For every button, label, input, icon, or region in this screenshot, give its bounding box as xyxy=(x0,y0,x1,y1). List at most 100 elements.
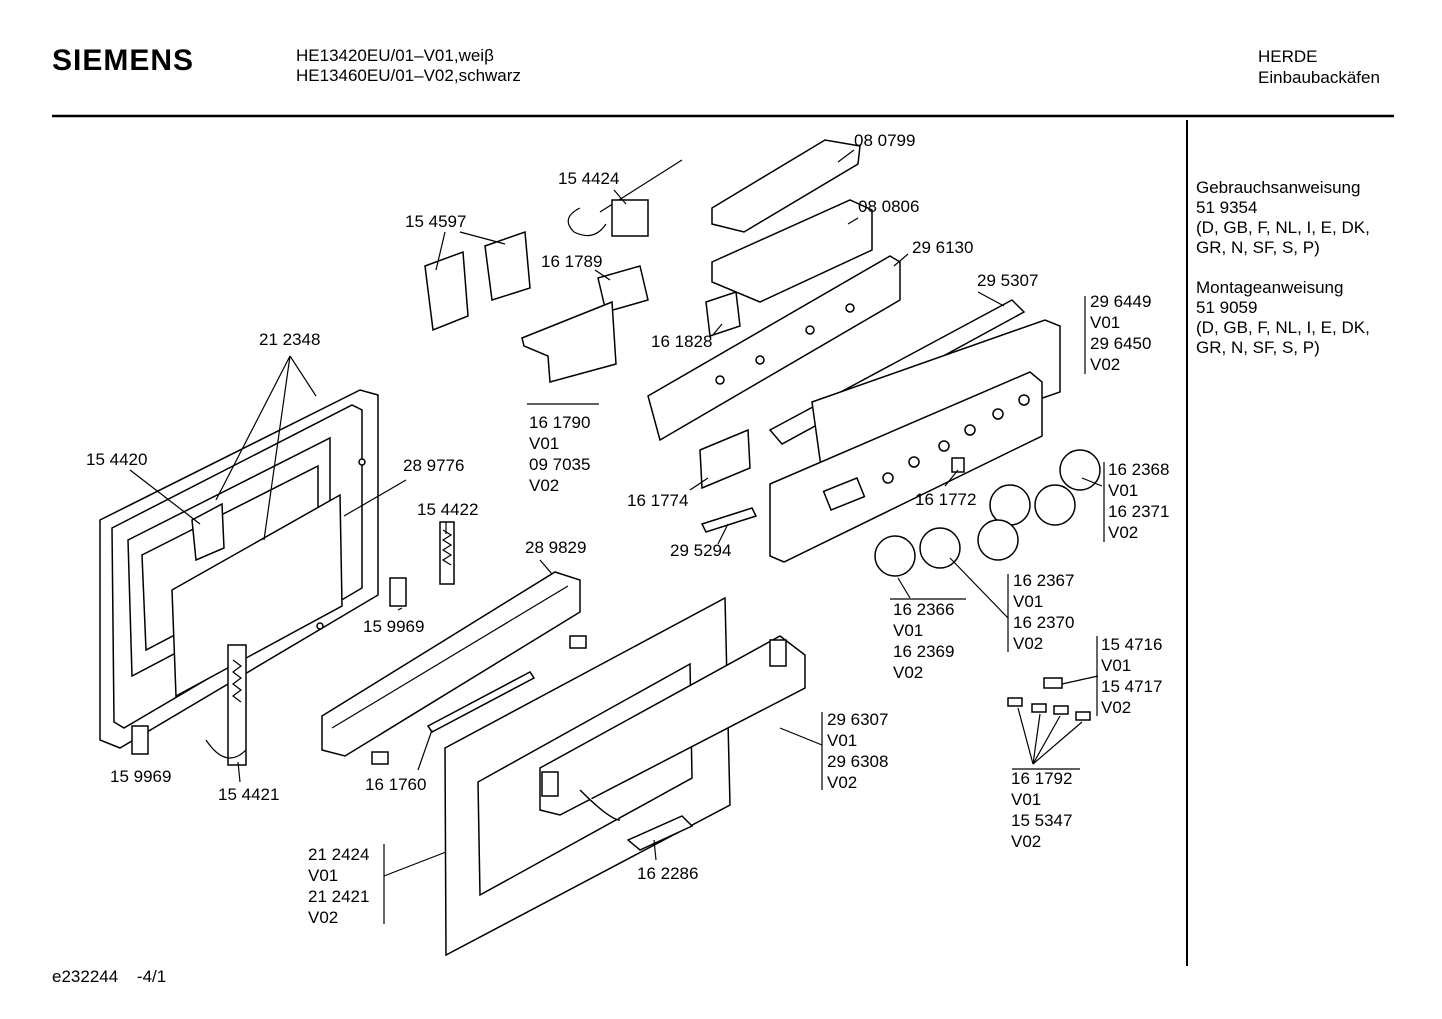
switch-block xyxy=(711,199,873,303)
rotary-switch xyxy=(597,265,649,313)
label-group-162366: 16 2366 V01 16 2369 V02 xyxy=(893,600,954,682)
label-group-162367: 16 2367 V01 16 2370 V02 xyxy=(1013,571,1074,653)
part-label-161772: 16 1772 xyxy=(915,490,976,509)
group-line: 21 2421 xyxy=(308,887,369,906)
part-label-295294: 29 5294 xyxy=(670,541,731,560)
part-label-159969-mid: 15 9969 xyxy=(363,617,424,636)
group-line: 29 6307 xyxy=(827,710,888,729)
manual-title: Gebrauchsanweisung xyxy=(1196,178,1361,197)
group-line: 29 6450 xyxy=(1090,334,1151,353)
group-line: V02 xyxy=(827,773,857,792)
label-group-296449: 29 6449 V01 29 6450 V02 xyxy=(1090,292,1151,374)
manual-languages: (D, GB, F, NL, I, E, DK, xyxy=(1196,218,1370,237)
group-line: V01 xyxy=(1090,313,1120,332)
control-knobs xyxy=(874,449,1101,577)
group-line: 16 2371 xyxy=(1108,502,1169,521)
manual-number: 51 9059 xyxy=(1196,298,1258,317)
thermostat-capillary xyxy=(567,159,683,237)
model-list: HE13420EU/01–V01,weiβ HE13460EU/01–V02,s… xyxy=(296,46,521,86)
part-label-289776: 28 9776 xyxy=(403,456,464,475)
door-crossbar xyxy=(321,571,587,765)
group-line: V02 xyxy=(1108,523,1138,542)
group-line: 21 2424 xyxy=(308,845,369,864)
part-label-161760: 16 1760 xyxy=(365,775,426,794)
screws xyxy=(1007,677,1091,721)
category-line-1: HERDE xyxy=(1258,47,1318,66)
part-label-154420: 15 4420 xyxy=(86,450,147,469)
label-group-212424: 21 2424 V01 21 2421 V02 xyxy=(308,845,369,927)
part-label-212348: 21 2348 xyxy=(259,330,320,349)
leader-lines xyxy=(129,149,1105,924)
group-line: 29 6449 xyxy=(1090,292,1151,311)
trim-strip xyxy=(426,671,536,733)
group-line: 15 4717 xyxy=(1101,677,1162,696)
brand-logo: SIEMENS xyxy=(52,44,195,77)
category-line-2: Einbaubackäfen xyxy=(1258,68,1380,87)
group-line: V02 xyxy=(529,476,559,495)
group-line: V01 xyxy=(893,621,923,640)
switch-cover-top xyxy=(711,139,861,233)
part-label-295307: 29 5307 xyxy=(977,271,1038,290)
group-line: 15 5347 xyxy=(1011,811,1072,830)
part-label-154424: 15 4424 xyxy=(558,169,619,188)
footer: e232244 -4/1 xyxy=(52,967,180,987)
page-number: -4/1 xyxy=(136,967,167,986)
door-hinge-bracket xyxy=(191,502,225,562)
manual-languages: GR, N, SF, S, P) xyxy=(1196,338,1320,357)
group-line: 16 1790 xyxy=(529,413,590,432)
group-line: 16 2370 xyxy=(1013,613,1074,632)
handle-clip xyxy=(626,815,694,851)
part-label-161774: 16 1774 xyxy=(627,491,688,510)
category: HERDE Einbaubackäfen xyxy=(1258,46,1380,88)
label-group-162368: 16 2368 V01 16 2371 V02 xyxy=(1108,460,1169,542)
part-label-161828: 16 1828 xyxy=(651,332,712,351)
switch-bracket xyxy=(705,290,741,338)
group-line: V02 xyxy=(1101,698,1131,717)
manual-title: Montageanweisung xyxy=(1196,278,1344,297)
part-label-289829: 28 9829 xyxy=(525,538,586,557)
drawing-code: e232244 xyxy=(52,967,119,986)
door-glass-panel xyxy=(171,493,343,698)
bracket-clip-b xyxy=(484,230,531,301)
group-line: V02 xyxy=(1013,634,1043,653)
control-panel-front xyxy=(769,371,1043,563)
group-line: V01 xyxy=(1108,481,1138,500)
group-line: V01 xyxy=(827,731,857,750)
group-line: V01 xyxy=(1013,592,1043,611)
model-line-1: HE13420EU/01–V01,weiβ xyxy=(296,46,494,65)
part-label-154422: 15 4422 xyxy=(417,500,478,519)
part-label-154421: 15 4421 xyxy=(218,785,279,804)
manual-block-usage: Gebrauchsanweisung 51 9354 (D, GB, F, NL… xyxy=(1196,178,1436,258)
part-label-080806: 08 0806 xyxy=(858,197,919,216)
panel-bracket xyxy=(700,507,758,533)
group-line: V02 xyxy=(1011,832,1041,851)
group-line: V02 xyxy=(893,663,923,682)
group-line: 16 2367 xyxy=(1013,571,1074,590)
group-line: 16 2369 xyxy=(893,642,954,661)
group-line: V01 xyxy=(308,866,338,885)
group-line: 16 2366 xyxy=(893,600,954,619)
label-group-296307: 29 6307 V01 29 6308 V02 xyxy=(827,710,888,792)
stopper-block-left xyxy=(131,725,149,755)
group-line: 09 7035 xyxy=(529,455,590,474)
display-window xyxy=(699,428,751,490)
manual-languages: GR, N, SF, S, P) xyxy=(1196,238,1320,257)
model-line-2: HE13460EU/01–V02,schwarz xyxy=(296,66,521,85)
documents-sidebar: Gebrauchsanweisung 51 9354 (D, GB, F, NL… xyxy=(1196,178,1436,378)
bracket-clip-a xyxy=(424,250,469,332)
group-line: V01 xyxy=(1101,656,1131,675)
part-label-154597: 15 4597 xyxy=(405,212,466,231)
stopper-block-mid xyxy=(389,577,407,607)
group-line: 16 2368 xyxy=(1108,460,1169,479)
door-hinge-right xyxy=(439,521,455,585)
door-handle xyxy=(539,635,806,821)
group-line: 15 4716 xyxy=(1101,635,1162,654)
indicator-clip xyxy=(951,457,965,473)
label-group-154716: 15 4716 V01 15 4717 V02 xyxy=(1101,635,1162,717)
door-hinge-left xyxy=(205,644,247,766)
label-group-161792: 16 1792 V01 15 5347 V02 xyxy=(1011,769,1072,851)
group-line: 29 6308 xyxy=(827,752,888,771)
manual-languages: (D, GB, F, NL, I, E, DK, xyxy=(1196,318,1370,337)
label-group-161790: 16 1790 V01 09 7035 V02 xyxy=(529,413,590,495)
manual-number: 51 9354 xyxy=(1196,198,1258,217)
